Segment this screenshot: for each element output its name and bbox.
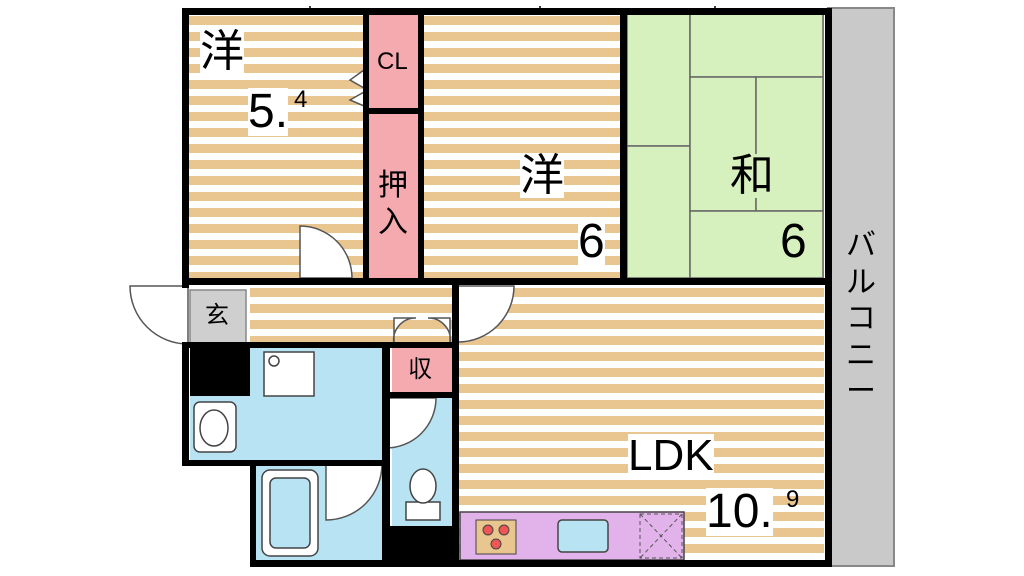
balcony-char-4: ニ bbox=[846, 338, 876, 372]
washing-machine-fixture bbox=[263, 351, 315, 397]
ldk-size-sup: 9 bbox=[786, 486, 800, 513]
fridge-space-icon bbox=[639, 513, 683, 559]
western-room-2-size-label: 6 bbox=[578, 215, 605, 268]
ldk-type-label: LDK bbox=[628, 431, 714, 480]
entrance-floor bbox=[189, 289, 247, 347]
oshiire-area bbox=[368, 114, 418, 278]
door-swings bbox=[129, 68, 515, 521]
western-room-1-size-label: 5. bbox=[248, 85, 289, 138]
bathtub-fixture bbox=[261, 469, 319, 557]
balcony-char-2: ル bbox=[846, 265, 876, 299]
western-room-1-size-sup: 4 bbox=[294, 86, 308, 113]
oshiire-label: 押 入 bbox=[375, 168, 411, 241]
sink-fixture bbox=[193, 401, 237, 453]
japanese-room-type-label: 和 bbox=[730, 151, 774, 200]
balcony-char-5: ー bbox=[846, 375, 876, 409]
closet-area bbox=[368, 14, 418, 109]
oshiire-char-2: 入 bbox=[378, 205, 408, 239]
western-room-2-type-label: 洋 bbox=[520, 151, 564, 200]
stove-icon bbox=[475, 519, 517, 555]
entrance-label: 玄 bbox=[205, 302, 229, 329]
kitchen-sink-icon bbox=[557, 519, 609, 553]
washroom-dark-block bbox=[190, 348, 250, 396]
western-room-1-type-label: 洋 bbox=[200, 27, 244, 76]
ldk-size-label: 10. bbox=[706, 485, 773, 538]
japanese-room-size-label: 6 bbox=[780, 215, 807, 268]
storage-label: 収 bbox=[408, 356, 432, 383]
balcony-area bbox=[827, 7, 895, 567]
balcony-char-3: コ bbox=[846, 302, 876, 336]
storage-area bbox=[392, 348, 452, 392]
oshiire-char-1: 押 bbox=[378, 169, 408, 202]
hallway-floor bbox=[250, 284, 454, 342]
balcony-char-1: バ bbox=[846, 229, 876, 262]
balcony-label: バ ル コ ニ ー bbox=[843, 228, 879, 411]
closet-label: CL bbox=[377, 48, 408, 75]
toilet-fixture bbox=[405, 468, 441, 521]
walls bbox=[182, 8, 832, 567]
